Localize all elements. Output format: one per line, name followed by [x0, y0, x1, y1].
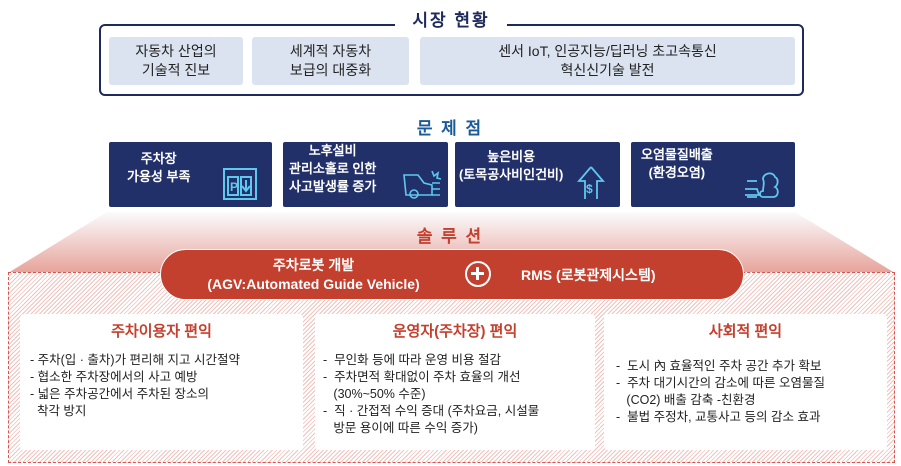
benefit-users: 주차이용자 편익 - 주차(입 · 출차)가 편리해 지고 시간절약 - 협소한 … [20, 314, 303, 450]
text-line: 혁신신기술 발전 [560, 62, 655, 78]
rms-solution: RMS (로봇관제시스템) [521, 267, 656, 283]
list-item: (30%~50% 수준) [323, 387, 426, 401]
text-line: 관리소홀로 인한 [289, 161, 377, 176]
list-item: - 도시 內 효율적인 주차 공간 추가 확보 [616, 359, 822, 373]
text-line: (토목공사비인건비) [459, 167, 564, 182]
text-line: 센서 IoT, 인공지능/딥러닝 초고속통신 [498, 43, 717, 59]
benefit-operators: 운영자(주차장) 편익 - 무인화 등에 따라 운영 비용 절감 - 주차면적 확… [315, 314, 595, 450]
problem-high-cost: 높은비용 (토목공사비인건비) $ [455, 142, 620, 207]
list-item: - 무인화 등에 따라 운영 비용 절감 [323, 353, 501, 367]
svg-text:P: P [230, 180, 238, 194]
text-line: 주차장 [140, 151, 177, 166]
text-line: 보급의 대중화 [289, 62, 372, 78]
problem-pollution: 오염물질배출 (환경오염) [631, 142, 795, 207]
text-line: 세계적 자동차 [289, 43, 372, 59]
list-item: - 주차(입 · 출차)가 편리해 지고 시간절약 [30, 353, 240, 367]
list-item: - 넓은 주차공간에서 주차된 장소의 [30, 387, 210, 401]
list-item: - 직 · 간접적 수익 증대 (주차요금, 시설물 [323, 404, 540, 418]
agv-solution: 주차로봇 개발 (AGV:Automated Guide Vehicle) [181, 256, 446, 294]
list-item: 착각 방지 [30, 404, 87, 418]
benefit-title: 사회적 편익 [708, 323, 783, 340]
text-line: 자동차 산업의 [135, 43, 217, 59]
benefit-title: 운영자(주차장) 편익 [392, 323, 518, 340]
solution-pill: 주차로봇 개발 (AGV:Automated Guide Vehicle) RMS… [160, 249, 744, 300]
text-line: 주차로봇 개발 [272, 257, 355, 273]
text-line: 기술적 진보 [141, 62, 211, 78]
benefit-title: 주차이용자 편익 [111, 323, 212, 340]
text-line: (AGV:Automated Guide Vehicle) [207, 276, 420, 292]
exhaust-smoke-icon [745, 172, 779, 198]
solution-title: 솔 루 션 [416, 227, 484, 246]
list-item: 방문 용이에 따른 수익 증가) [323, 421, 478, 435]
market-status-title: 시장 현황 [395, 6, 507, 31]
text-line: 높은비용 [487, 149, 536, 164]
list-item: - 주차면적 확대없이 주차 효율의 개선 [323, 370, 521, 384]
text-line: 노후설비 [308, 143, 357, 158]
text-line: 사고발생률 증가 [289, 179, 377, 194]
list-item: - 불법 주정차, 교통사고 등의 감소 효과 [616, 410, 821, 424]
text-line: 오염물질배출 [641, 147, 713, 162]
svg-text:$: $ [586, 182, 593, 196]
plus-icon [465, 261, 491, 287]
cost-up-icon: $ [577, 166, 605, 199]
benefit-society: 사회적 편익 - 도시 內 효율적인 주차 공간 추가 확보 - 주차 대기시간의… [604, 314, 887, 450]
text-line: 가용성 부족 [127, 169, 191, 184]
list-item: - 주차 대기시간의 감소에 따른 오염물질 [616, 376, 826, 390]
list-item: - 협소한 주차장에서의 사고 예방 [30, 370, 198, 384]
list-item: (CO2) 배출 감축 -친환경 [616, 393, 756, 407]
text-line: (환경오염) [648, 165, 706, 180]
problems-title: 문 제 점 [416, 119, 484, 138]
car-crash-icon [403, 170, 442, 199]
parking-icon: P [223, 168, 257, 200]
